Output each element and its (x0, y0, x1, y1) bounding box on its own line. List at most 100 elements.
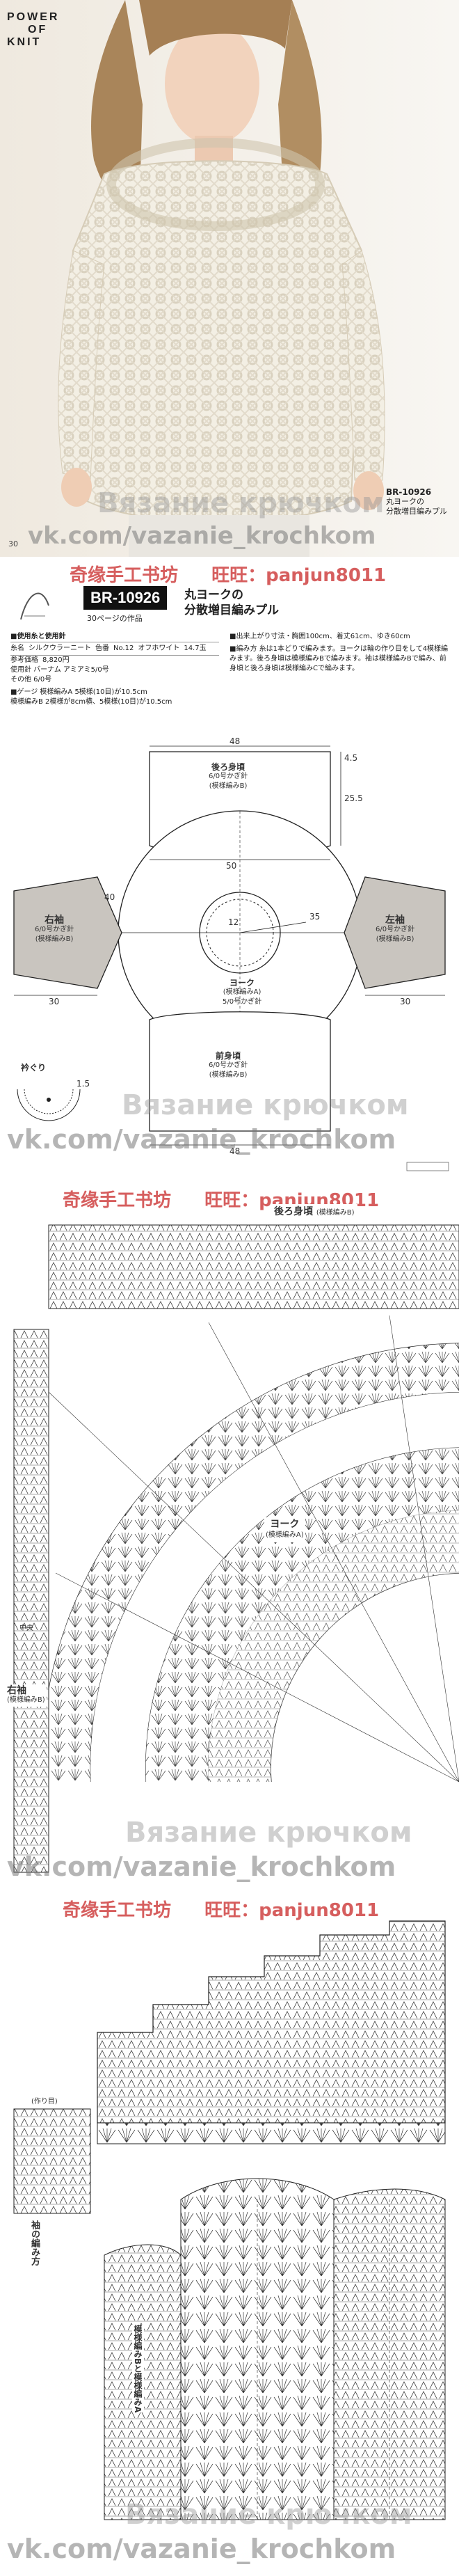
yarn-name: シルクウラーニート (29, 645, 91, 652)
back-body-title: 後ろ身頃 (211, 762, 245, 772)
left-sleeve-label: 左袖 6/0号かぎ針 (模様編みB) (376, 915, 414, 945)
back-top-label: 4.5 (344, 753, 357, 763)
watermark-shop-mid: 奇缘手工书坊 旺旺：panjun8011 (63, 1186, 379, 1212)
right-sleeve-pattern: (模様編みB) (35, 935, 74, 943)
photo-caption-title-2: 分散増目編みプル (386, 507, 447, 516)
chart2-section: 奇缘手工书坊 旺旺：panjun8011 (作り目) 袖の編み方 模様編 (0, 1893, 459, 2576)
dim-48: 48 (230, 738, 241, 746)
chart1-title-note: (模様編みB) (316, 1209, 355, 1217)
model-photo (0, 0, 459, 557)
pattern-page-ref: 30ページの作品 (87, 614, 143, 623)
extra-info: その他 6/0号 (10, 676, 52, 683)
watermark-cyrillic-2: Вязание крючком (122, 1089, 409, 1121)
back-body-pattern: (模様編みB) (209, 782, 248, 790)
back-height-label: 25.5 (344, 793, 363, 803)
front-body-pattern: (模様編みB) (209, 1071, 248, 1079)
chart1-sleeve-text: 右袖 (7, 1685, 26, 1696)
back-body-hook: 6/0号かぎ針 (209, 773, 248, 780)
yoke-hook: 5/0号かぎ針 (223, 998, 262, 1006)
watermark-wangwang-text-3: 旺旺：panjun8011 (204, 1900, 380, 1921)
watermark-url-3: vk.com/vazanie_krochkom (7, 1851, 396, 1882)
schematic-diagram (13, 745, 449, 1171)
watermark-shop-top: 奇缘手工书坊 旺旺：panjun8011 (70, 561, 386, 587)
chart1-sleeve: 右袖 (模様編みB) (6, 1684, 47, 1707)
yoke-pattern: (模様編みA) (223, 988, 261, 996)
chart2-start-note: (作り目) (31, 2095, 58, 2105)
chart1-yoke-note: (模様編みA) (266, 1531, 304, 1539)
chart1-title-text: 後ろ身頃 (274, 1206, 313, 1217)
neckline-dim: 1.5 (76, 1079, 90, 1089)
right-sleeve-label: 右袖 6/0号かぎ針 (模様編みB) (35, 915, 74, 945)
right-sleeve-width: 30 (49, 997, 59, 1006)
yoke-title: ヨーク (230, 978, 255, 988)
front-body-hook: 6/0号かぎ針 (209, 1061, 248, 1069)
dim-4-5-top: 4.5 (344, 753, 358, 763)
watermark-shop-text-3: 奇缘手工书坊 (63, 1900, 172, 1921)
pattern-title-1: 丸ヨークの (184, 588, 243, 602)
photo-caption-title-1: 丸ヨークの (386, 497, 424, 506)
yoke-inner-label: 12 (228, 917, 239, 927)
left-sleeve-width: 30 (400, 997, 410, 1006)
yarn-label: 糸名 (10, 645, 24, 652)
photo-section: POWER OF KNIT BR-10926 丸ヨークの 分散増目編みプル 30… (0, 0, 459, 557)
stitch-chart-yoke (13, 1224, 459, 1873)
chart1-title: 後ろ身頃 (模様編みB) (271, 1204, 357, 1218)
instructions-block: ■出来上がり寸法・胸囲100cm、着丈61cm、ゆき60cm ■編み方 糸は1本… (230, 632, 449, 674)
photo-page-number: 30 (8, 539, 18, 548)
left-sleeve-pattern: (模様編みB) (376, 935, 414, 943)
back-width-label: 48 (230, 738, 240, 746)
dim-35: 35 (309, 912, 321, 922)
right-sleeve-title: 右袖 (45, 915, 65, 926)
materials-heading: ■使用糸と使用針 (10, 633, 66, 640)
yoke-radius-label: 35 (309, 912, 320, 922)
yarn-amount: 14.7玉 (184, 645, 207, 652)
chart1-sleeve-note: (模様編みB) (7, 1696, 45, 1704)
chart1-mid-note: 中央 (19, 1625, 33, 1632)
chart1-section: 奇缘手工书坊 旺旺：panjun8011 (0, 1183, 459, 1893)
watermark-shop-text-2: 奇缘手工书坊 (63, 1190, 172, 1211)
watermark-url: vk.com/vazanie_krochkom (28, 522, 376, 550)
finish-size: ■出来上がり寸法・胸囲100cm、着丈61cm、ゆき60cm (230, 633, 410, 640)
color-label: 色番 (95, 645, 109, 652)
dim-50-back: 50 (226, 861, 237, 871)
photo-caption: BR-10926 丸ヨークの 分散増目編みプル (386, 487, 447, 516)
dim-40: 40 (104, 892, 115, 902)
photo-caption-code: BR-10926 (386, 487, 432, 497)
back-bottom-width: 50 (226, 861, 236, 871)
dim-30-left: 30 (400, 997, 411, 1006)
back-body-label: 後ろ身頃 6/0号かぎ針 (模様編みB) (209, 762, 248, 791)
watermark-url-4: vk.com/vazanie_krochkom (7, 2534, 396, 2564)
chart2-detail-label: 模様編みBと模様編みA (132, 2325, 144, 2413)
watermark-shop-text: 奇缘手工书坊 (70, 565, 179, 586)
gauge-line-2: 模様編みB 2模様が8cm横、5模様(10目)が10.5cm (10, 698, 172, 706)
front-body-label: 前身頃 6/0号かぎ針 (模様編みB) (209, 1051, 248, 1080)
front-width-label: 48 (230, 1146, 240, 1156)
right-sleeve-hook: 6/0号かぎ針 (35, 926, 74, 933)
chart1-yoke-text: ヨーク (270, 1519, 300, 1530)
brand-line-3: KNIT (7, 36, 42, 48)
yoke-label: ヨーク (模様編みA) 5/0号かぎ針 (223, 978, 261, 1007)
price-value: 8,820円 (42, 656, 70, 664)
left-sleeve-title: 左袖 (385, 915, 405, 926)
watermark-cyrillic: Вязание крючком (97, 487, 385, 519)
decorative-sketch (20, 592, 49, 620)
brand-logo: POWER OF KNIT (7, 11, 59, 49)
schematic-section: 後ろ身頃 6/0号かぎ針 (模様編みB) 48 25.5 4.5 50 ヨーク … (0, 738, 459, 1183)
price-label: 参考価格 (10, 656, 38, 664)
watermark-cyrillic-3: Вязание крючком (125, 1817, 412, 1849)
brand-line-1: POWER (7, 11, 60, 23)
front-body-title: 前身頃 (216, 1051, 241, 1061)
watermark-wangwang-text: 旺旺：panjun8011 (211, 565, 387, 586)
color-name: オフホワイト (138, 645, 180, 652)
dim-1-5: 1.5 (76, 1079, 90, 1089)
knitting-notes: ■編み方 糸は1本どりで編みます。ヨークは輪の作り目をして4模様編みます。後ろ身… (230, 645, 449, 672)
dim-30-right: 30 (49, 997, 60, 1006)
needle-info: 使用針 バーナム アミアミ5/0号 (10, 666, 109, 674)
dim-48-front: 48 (230, 1146, 241, 1156)
gauge-heading: ■ゲージ 模様編みA 5模様(10目)が10.5cm (10, 688, 147, 696)
materials-block: ■使用糸と使用針 糸名 シルクウラーニート 色番 No.12 オフホワイト 14… (10, 632, 219, 707)
watermark-url-2: vk.com/vazanie_krochkom (7, 1124, 396, 1155)
pattern-title-2: 分散増目編みプル (184, 603, 279, 617)
pattern-header-section: 奇缘手工书坊 旺旺：panjun8011 BR-10926 30ページの作品 丸… (0, 557, 459, 738)
watermark-cyrillic-4: Вязание крючком (125, 2499, 412, 2531)
